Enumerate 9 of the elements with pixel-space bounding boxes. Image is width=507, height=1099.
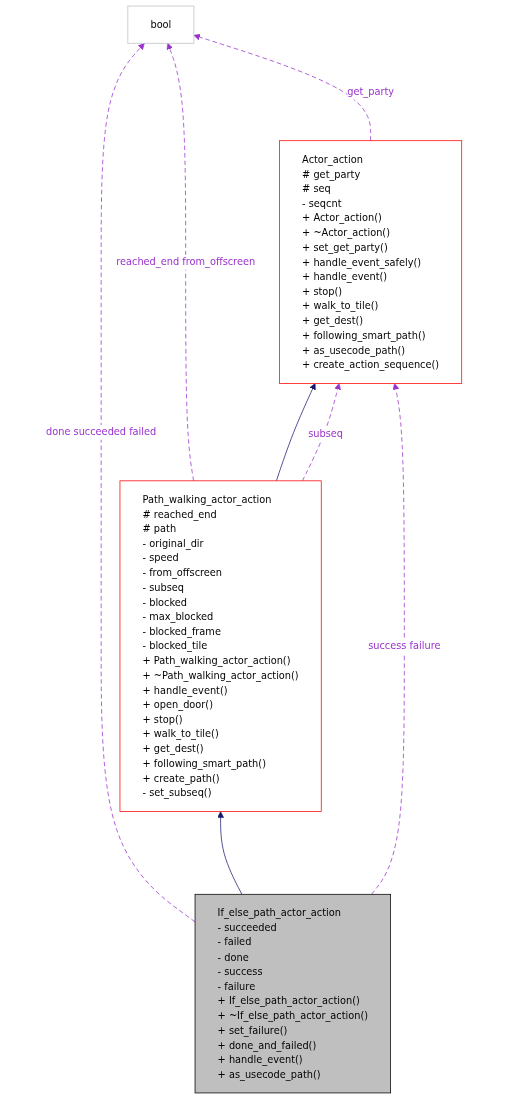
node-box: bool (127, 5, 194, 44)
edge-label: subseq (307, 428, 343, 440)
edge-label: done succeeded failed (45, 426, 156, 438)
node-box: Actor_action # get_party # seq - seqcnt + Actor_action() + ~Actor_action() + set_get_party() + handle_event_safely() + handle_event() + stop() + walk_to_tile() + get_dest() + following_smart_path() + as_usecode_path() + create_action_sequence() (278, 140, 462, 384)
edge-label: get_party (346, 86, 394, 98)
edge-label: success failure (367, 640, 441, 652)
edge-label: reached_end from_offscreen (115, 256, 255, 268)
node-box: Path_walking_actor_action # reached_end # path - original_dir - speed - from_offscreen - subseq - blocked - max_blocked - blocked_frame - blocked_tile + Path_walking_actor_action() + ~Path_walking_actor_action() + handle_event() + open_door() + stop() + walk_to_tile() + get_dest() + following_smart_path() + create_path() - set_subseq() (119, 480, 322, 812)
node-box: If_else_path_actor_action - succeeded - failed - done - success - failure + If_else_path_actor_action() + ~If_else_path_actor_action() + set_failure() + done_and_failed() + handle_event() + as_usecode_path() (194, 893, 391, 1094)
